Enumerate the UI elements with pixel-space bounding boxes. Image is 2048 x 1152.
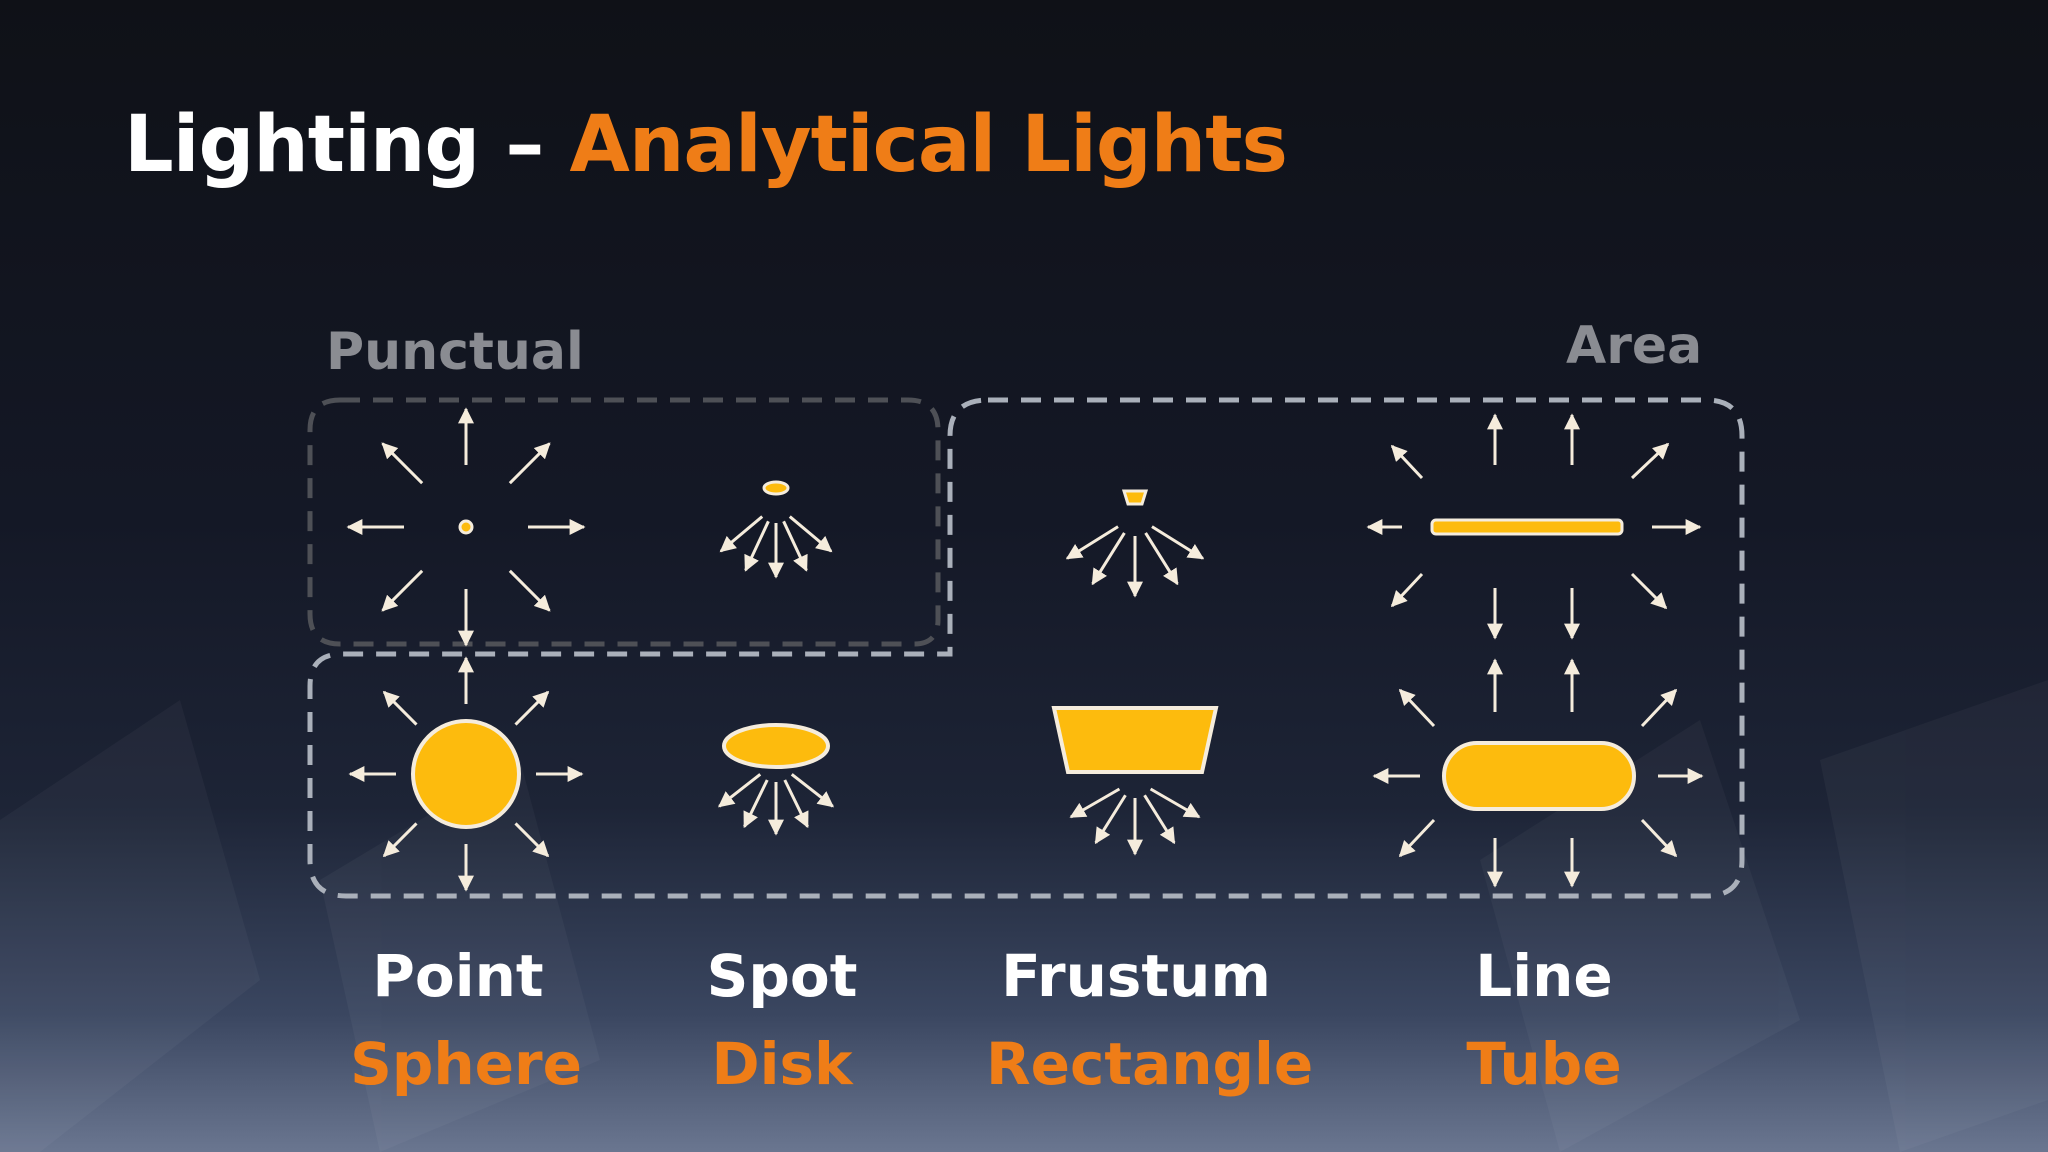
ray-arrow: [1640, 688, 1678, 728]
tube-label: Tube: [1466, 1030, 1622, 1098]
disk-light: [722, 723, 830, 769]
frustum-label: Frustum: [1001, 942, 1271, 1010]
ray-arrow: [1094, 794, 1127, 845]
ray-arrow: [1390, 444, 1424, 480]
ray-arrow: [788, 515, 833, 553]
title-highlight: Analytical Lights: [569, 100, 1288, 190]
ray-arrow: [381, 442, 424, 485]
ray-arrow: [1151, 525, 1205, 560]
rectangle-label: Rectangle: [986, 1030, 1314, 1098]
sphere-label: Sphere: [350, 1030, 582, 1098]
ray-arrow: [1398, 818, 1436, 858]
frustum-light-small-rect: [1121, 489, 1149, 506]
ray-arrow: [718, 773, 762, 808]
ray-arrow: [382, 822, 418, 858]
ray-arrow: [719, 515, 764, 553]
ray-arrow: [1149, 787, 1201, 819]
title-prefix: Lighting –: [124, 100, 570, 190]
ray-arrow: [782, 520, 808, 572]
disk-label: Disk: [711, 1030, 853, 1098]
ray-arrow: [508, 442, 551, 485]
ray-arrow: [1091, 532, 1126, 586]
line-light-bar: [1430, 518, 1624, 536]
rectangle-light: [1051, 706, 1219, 774]
punctual-group-label: Punctual: [326, 322, 584, 382]
ray-arrow: [1630, 442, 1670, 480]
ray-arrow: [1398, 688, 1436, 728]
ray-arrow: [790, 773, 834, 808]
ray-arrow: [1640, 818, 1678, 858]
spot-label: Spot: [706, 942, 858, 1010]
sphere-light: [411, 719, 521, 829]
ray-arrow: [1630, 572, 1668, 610]
page-title: Lighting – Analytical Lights: [124, 100, 1288, 190]
ray-arrow: [744, 520, 770, 572]
ray-arrow: [1069, 787, 1121, 819]
ray-arrow: [514, 690, 550, 726]
area-group-frame: [307, 397, 1745, 899]
spot-light-small-disk: [762, 480, 790, 496]
point-light-dot: [458, 519, 474, 535]
line-label: Line: [1475, 942, 1613, 1010]
ray-arrow: [1065, 525, 1119, 560]
tube-light: [1442, 741, 1636, 811]
point-label: Point: [372, 942, 544, 1010]
ray-arrow: [1144, 532, 1179, 586]
ray-arrow: [514, 822, 550, 858]
ray-arrow: [508, 569, 551, 612]
ray-arrow: [1143, 794, 1176, 845]
ray-arrow: [381, 569, 424, 612]
ray-arrow: [743, 779, 769, 829]
punctual-group-frame: [307, 397, 941, 647]
ray-arrow: [382, 690, 418, 726]
ray-arrow: [1390, 572, 1424, 608]
ray-arrow: [783, 779, 809, 829]
area-group-label: Area: [1566, 316, 1703, 376]
